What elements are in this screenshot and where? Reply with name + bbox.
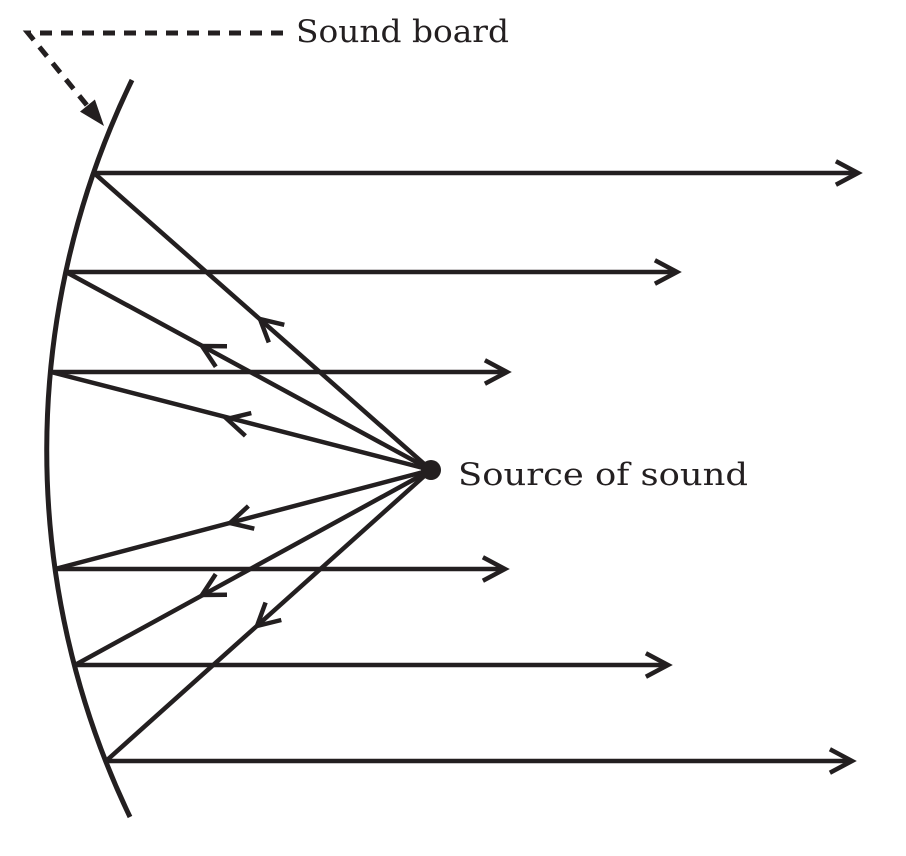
incident-rays-group	[50, 171, 433, 763]
incident-ray-arrowhead-icon	[197, 572, 228, 598]
reflected-ray	[94, 159, 863, 187]
incident-ray	[104, 468, 433, 763]
incident-ray-line	[73, 468, 433, 667]
reflected-ray	[55, 555, 510, 583]
incident-ray-arrowhead-icon	[197, 343, 228, 369]
reflected-rays-group	[51, 159, 863, 775]
reflected-ray-arrowhead-icon	[828, 747, 857, 775]
incident-ray	[73, 468, 433, 667]
incident-ray	[92, 171, 433, 472]
incident-ray-arrowhead-icon	[222, 410, 252, 438]
sound-source-dot	[421, 460, 441, 480]
pointer-dashed-line	[22, 30, 283, 111]
pointer-arrowhead-icon	[80, 99, 104, 126]
incident-ray-arrowhead-icon	[256, 315, 285, 344]
incident-ray	[54, 467, 432, 572]
incident-ray-arrowhead-icon	[253, 601, 282, 630]
incident-ray	[50, 369, 432, 473]
reflected-ray	[66, 258, 682, 286]
reflected-ray	[75, 651, 673, 679]
incident-ray	[64, 270, 433, 472]
sound-board-label: Sound board	[296, 14, 509, 50]
incident-ray-line	[64, 270, 433, 472]
reflected-ray-arrowhead-icon	[834, 159, 863, 187]
reflected-ray	[51, 358, 512, 386]
incident-ray-line	[104, 468, 433, 763]
source-of-sound-label: Source of sound	[458, 457, 748, 493]
reflected-ray-arrowhead-icon	[653, 258, 682, 286]
reflected-ray-arrowhead-icon	[481, 555, 510, 583]
incident-ray-line	[54, 467, 432, 572]
incident-ray-line	[50, 369, 432, 473]
sound-board-pointer	[22, 30, 283, 126]
reflected-ray-arrowhead-icon	[644, 651, 673, 679]
sound-board-arc	[44, 78, 135, 819]
reflected-ray-arrowhead-icon	[483, 358, 512, 386]
reflected-ray	[106, 747, 857, 775]
incident-ray-arrowhead-icon	[225, 504, 255, 531]
